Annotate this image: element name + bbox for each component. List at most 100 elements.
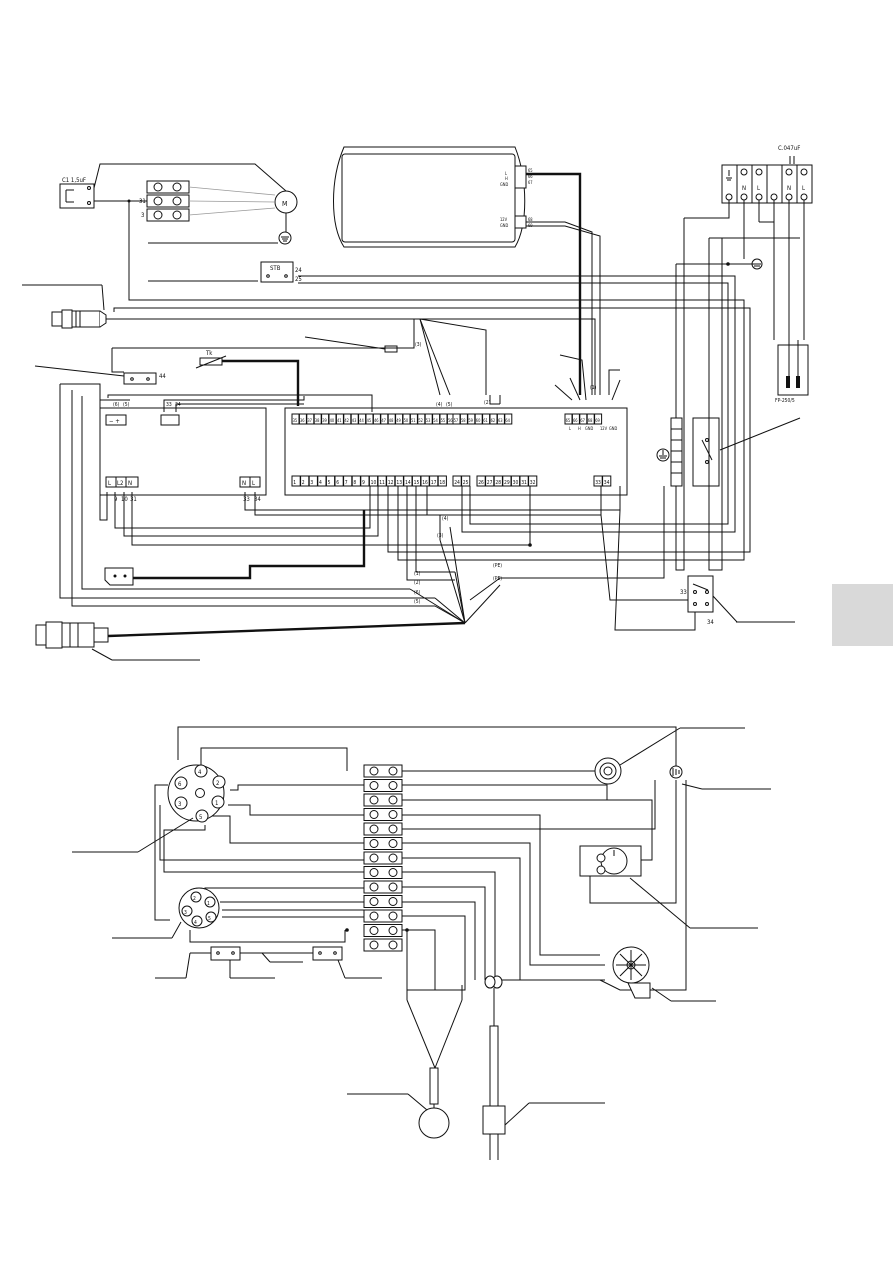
display-pin-l: L	[505, 171, 507, 176]
motor-label: M	[282, 200, 287, 208]
terminal-top-label: 46	[374, 418, 379, 423]
terminal-top-label: 43	[352, 418, 357, 423]
terminal-screw	[369, 911, 379, 921]
terminal-screw	[369, 940, 379, 950]
terminal-top-label: 39	[322, 418, 327, 423]
power-plug-6: (6)	[113, 402, 120, 408]
terminal-bottom-label: 28	[495, 480, 501, 486]
terminal-screw	[369, 853, 379, 863]
wire-mark-3: (3)	[437, 533, 444, 539]
terminal-bottom-label: 1	[293, 480, 296, 486]
terminal-bottom-label: 17	[431, 480, 437, 486]
connector-b-pin-1: 1	[207, 901, 210, 907]
wire-mark-pe: (PE)	[493, 563, 502, 569]
terminal-top-label: 40	[330, 418, 335, 423]
filter-terminal-l-2: L	[802, 185, 805, 192]
terminal-bottom-label: 8	[353, 480, 356, 486]
terminal-bottom-label: 16	[422, 480, 428, 486]
terminal-bottom-label: 12	[388, 480, 394, 486]
terminal-bottom-label: 30	[513, 480, 519, 486]
terminal-screw	[369, 926, 379, 935]
connector-a-pin-5: 5	[199, 814, 202, 821]
display-pin-68: 68	[528, 217, 533, 222]
terminal-top-label: 52	[418, 418, 423, 423]
connector-a-pin-1: 1	[215, 800, 218, 807]
terminal-top-label: 62	[491, 418, 496, 423]
terminal-top-label: 38	[315, 418, 320, 423]
terminal-top-label: 68	[588, 418, 593, 423]
terminal-screw	[369, 839, 379, 848]
power-plug-34: 34	[175, 402, 181, 408]
power-wire-9: 9	[114, 496, 118, 503]
terminal-bottom-label: 26	[478, 480, 484, 486]
bottom-thermal-switches	[155, 946, 382, 979]
terminal-screw	[388, 882, 398, 892]
bus-label-gnd-2: GND	[609, 426, 617, 431]
terminal-screw	[388, 781, 398, 790]
terminal-bottom-label: 29	[504, 480, 510, 486]
terminal-bottom-label: 32	[530, 480, 536, 486]
bus-label-h: H	[578, 426, 581, 431]
display-pin-h: H	[505, 176, 508, 181]
connector-a-pin-6: 6	[178, 781, 182, 788]
terminal-screw	[369, 824, 379, 834]
connector-b-pin-3: 3	[184, 910, 187, 916]
terminal-screw	[388, 911, 398, 921]
terminal-bottom-label: 34	[604, 480, 610, 486]
terminal-top-box	[594, 413, 603, 425]
terminal-top-label: 61	[483, 418, 488, 423]
burner-connector-plug	[35, 621, 466, 661]
electrode-bundle	[347, 975, 605, 1160]
relay-wire-34: 34	[707, 619, 714, 626]
terminal-top-label: 67	[580, 418, 585, 423]
stb-safety-thermostat: STB 24 25	[148, 261, 302, 283]
terminal-screw	[388, 795, 398, 805]
relay-33-34: 33 34	[680, 575, 795, 626]
terminal-top-label: 42	[344, 418, 349, 423]
terminal-top-label: 56	[448, 418, 453, 423]
wire-mark-1-top: (1)	[590, 385, 597, 391]
terminal-screw	[388, 766, 398, 776]
terminal-top-label: 55	[441, 418, 446, 423]
terminal-top-box	[504, 413, 513, 425]
terminal-top-label: 48	[389, 418, 394, 423]
terminal-bottom-label: 4	[319, 480, 322, 486]
terminal-top-label: 35	[293, 418, 298, 423]
bottom-wiring-harness	[154, 726, 687, 1000]
connector-b-pin-2: 2	[193, 896, 196, 902]
power-wire-33: 33	[243, 496, 250, 503]
connector-b-pin-5: 5	[208, 916, 211, 922]
terminal-bottom-box	[461, 475, 471, 487]
power-terminal-n: N	[128, 480, 132, 487]
relay-44: 44	[34, 365, 166, 385]
terminal-screw	[369, 781, 379, 790]
wire-mark-3-top: (3)	[415, 342, 422, 348]
terminal-top-label: 64	[505, 418, 510, 423]
terminal-bottom-box	[528, 475, 538, 487]
top-wiring-harness: (2) (4) (5) (1) (1) (2) (6) (5) (4) (3)	[59, 218, 757, 631]
wire-mark-pe-2: (PE)	[493, 576, 502, 582]
terminal-bottom-box	[437, 475, 447, 487]
terminal-bottom-label: 7	[345, 480, 348, 486]
terminal-top-label: 51	[411, 418, 416, 423]
terminal-bottom-box	[602, 475, 612, 487]
terminal-top-label: 66	[573, 418, 578, 423]
terminal-bottom-label: 18	[439, 480, 445, 486]
terminal-screw	[369, 795, 379, 805]
terminal-bottom-label: 31	[521, 480, 527, 486]
power-plug-33: 33	[166, 402, 172, 408]
flame-sensor	[594, 727, 745, 785]
relay-44-label: 44	[159, 373, 166, 380]
terminal-screw	[369, 766, 379, 776]
terminal-top-label: 37	[307, 418, 312, 423]
display-pin-67: 67	[528, 180, 533, 185]
terminal-top-label: 57	[454, 418, 459, 423]
terminal-top-label: 69	[595, 418, 600, 423]
line-filter-block: C.047uF N L N L FP-250/5	[684, 145, 813, 404]
wire-number-3: 3	[141, 212, 144, 219]
motor-symbol: M	[93, 163, 298, 232]
tk-temperature-sensor: Tk (3)	[111, 319, 422, 406]
